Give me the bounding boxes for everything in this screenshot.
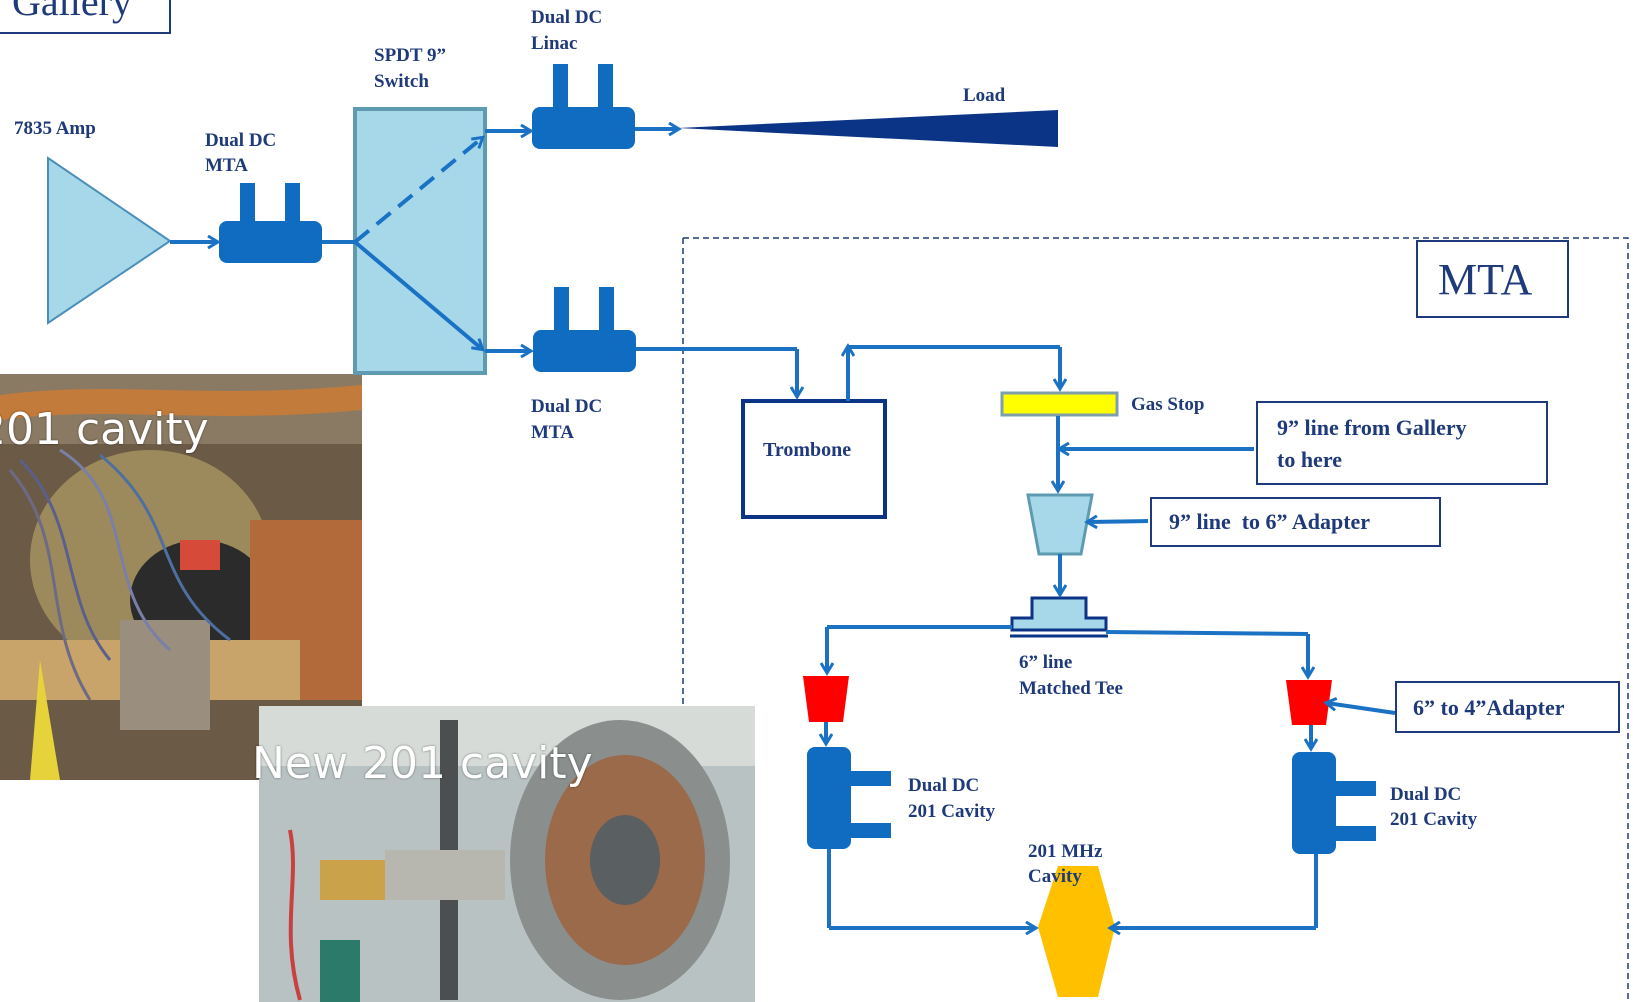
new-cavity-photo [259,706,755,1002]
signal-lines [170,129,1396,928]
load-wedge [678,110,1058,147]
adapter-6-to-4-right [1286,680,1332,725]
adapter-9-to-6 [1026,493,1094,556]
matched-tee-label: 6” line Matched Tee [1019,652,1123,699]
dual-dc-coupler-cavity-right [1292,752,1376,854]
mta-region-border [683,237,1629,1002]
old-cavity-caption: 201 cavity [0,404,209,455]
amplifier-triangle [47,156,172,325]
old-cavity-photo [0,374,362,780]
cavity-label: 201 MHz Cavity [1028,841,1103,887]
gallery-line-callout-text: 9” line from Gallery to here [1277,415,1467,472]
dual-dc-mta-top-label: Dual DC MTA [205,130,277,176]
gallery-line-callout: 9” line from Gallery to here [1256,401,1548,485]
adapter-6-4-callout-text: 6” to 4”Adapter [1413,695,1565,720]
gas-stop [1000,391,1119,417]
amplifier-label: 7835 Amp [14,118,96,139]
dual-dc-linac-label: Dual DC Linac [531,7,603,54]
gas-stop-label: Gas Stop [1131,394,1205,415]
switch-label: SPDT 9” Switch [374,45,446,92]
load-label: Load [963,85,1006,106]
matched-tee [1010,596,1108,632]
dual-dc-cavity-right-label: Dual DC 201 Cavity [1390,784,1478,830]
gallery-label-box: Gallery [0,0,171,34]
dual-dc-coupler-linac [532,64,635,149]
mta-label-box: MTA [1416,240,1569,318]
mta-label: MTA [1438,255,1533,304]
adapter-6-to-4-left [803,676,849,722]
gallery-label: Gallery [12,0,132,24]
rf-cavity [1038,866,1115,997]
adapter-6-4-callout: 6” to 4”Adapter [1395,681,1620,733]
trombone-box [741,399,887,519]
adapter-9-6-callout-text: 9” line to 6” Adapter [1169,509,1371,534]
trombone-label: Trombone [763,439,852,461]
dual-dc-coupler-mta-top [219,183,322,263]
new-cavity-caption: New 201 cavity [252,738,593,789]
dual-dc-coupler-cavity-left [807,747,891,849]
dual-dc-coupler-mta-bottom [533,287,636,372]
dual-dc-mta-bottom-label: Dual DC MTA [531,396,603,443]
adapter-9-6-callout: 9” line to 6” Adapter [1150,497,1441,547]
dual-dc-cavity-left-label: Dual DC 201 Cavity [908,775,996,822]
